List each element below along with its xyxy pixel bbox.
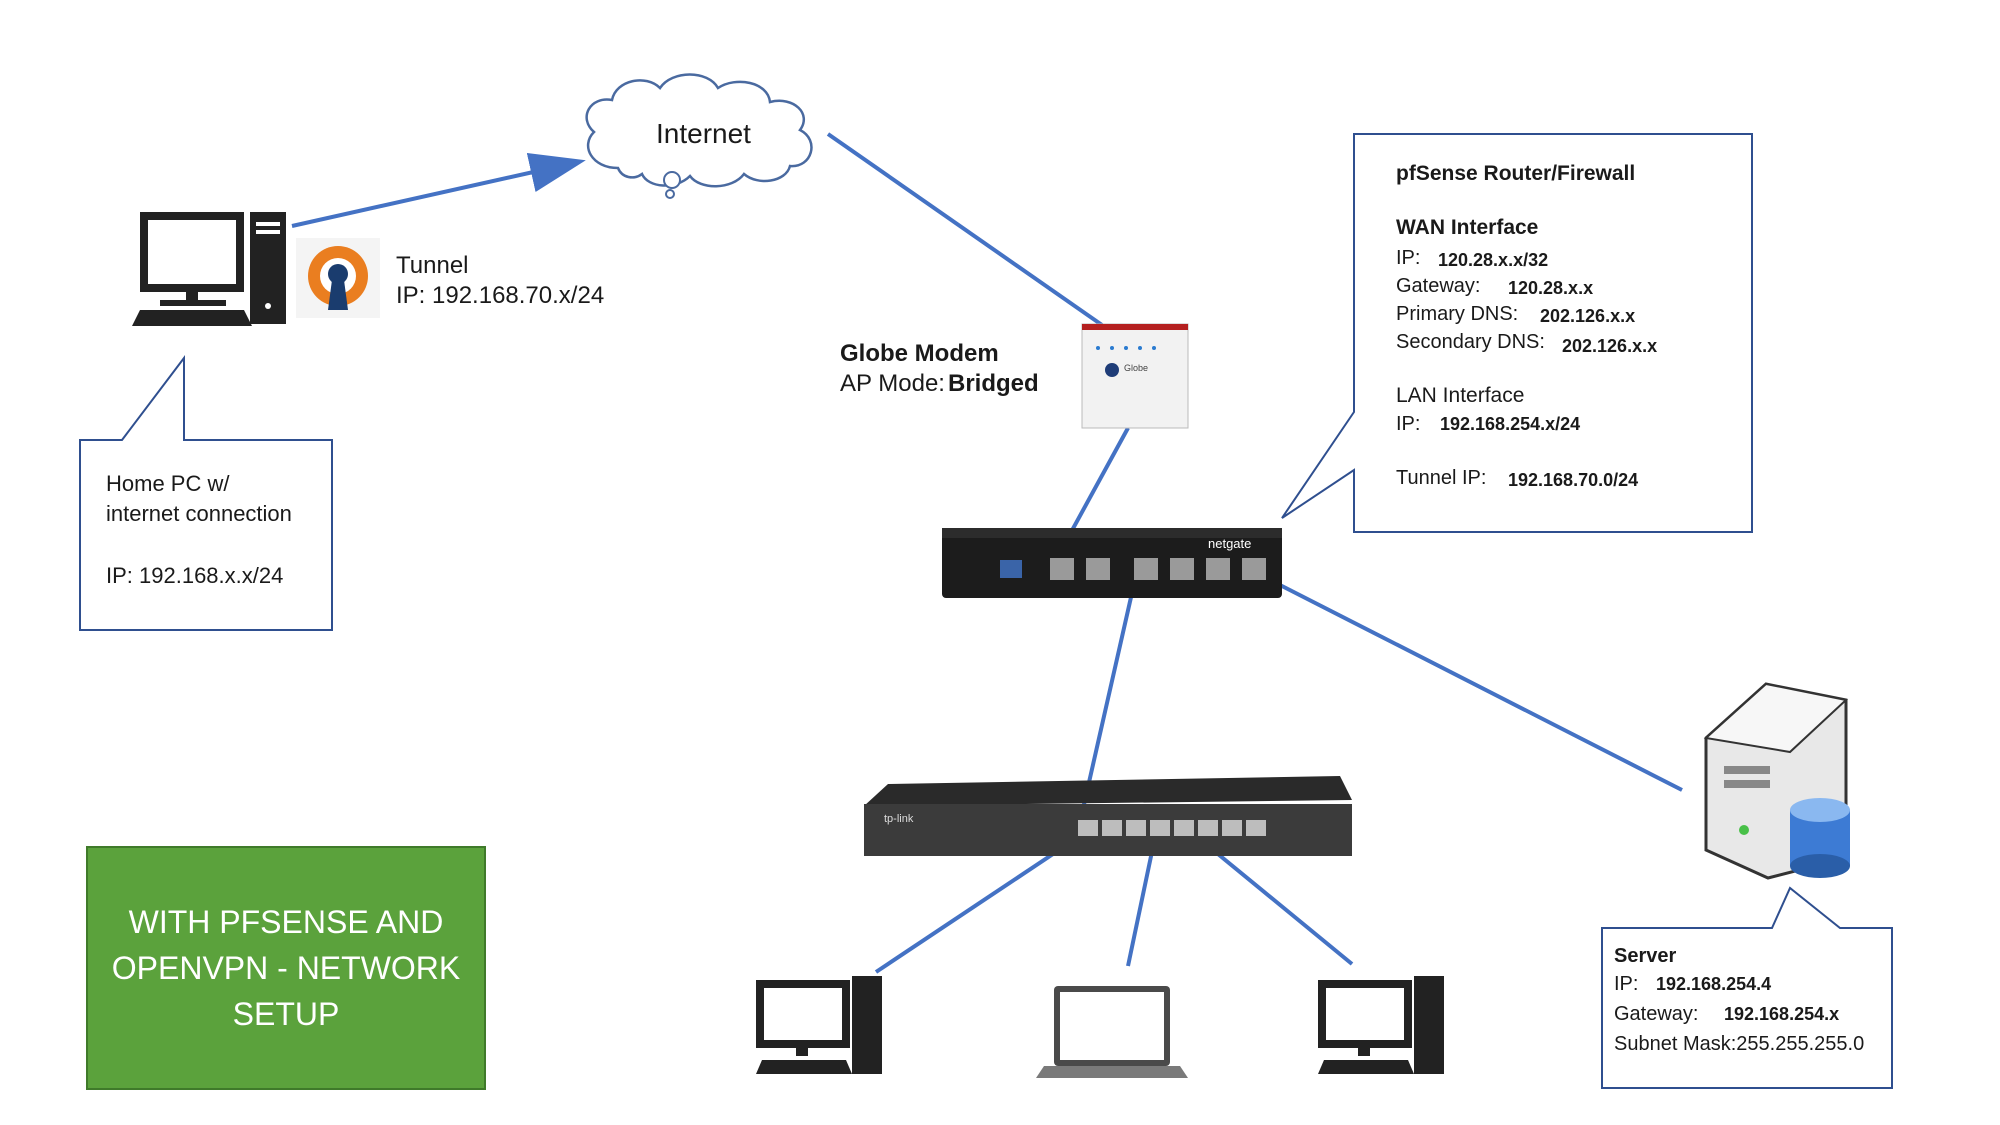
- pfsense-dns2-label: Secondary DNS:: [1396, 331, 1545, 353]
- modem-mode-value: Bridged: [948, 370, 1039, 397]
- pfsense-tunnel-label: Tunnel IP:: [1396, 467, 1487, 489]
- tunnel-ip: IP: 192.168.70.x/24: [396, 282, 605, 309]
- switch-brand: tp-link: [884, 813, 914, 825]
- pfsense-title: pfSense Router/Firewall: [1396, 162, 1636, 185]
- pfsense-dns1: 202.126.x.x: [1540, 306, 1636, 326]
- server-title: Server: [1614, 945, 1677, 967]
- router-brand: netgate: [1208, 536, 1252, 551]
- server-gw-label: Gateway:: [1614, 1003, 1699, 1025]
- home-pc-line1: Home PC w/: [106, 471, 230, 496]
- pfsense-lan-title: LAN Interface: [1396, 384, 1525, 407]
- pfsense-wan-ip: 120.28.x.x/32: [1438, 250, 1549, 270]
- link-switch-pc-left: [874, 838, 1076, 974]
- link-pc-internet: [291, 152, 586, 228]
- openvpn-logo-icon: [296, 238, 380, 318]
- home-pc-line2: internet connection: [106, 501, 292, 526]
- tunnel-title: Tunnel: [396, 252, 469, 279]
- title-banner: WITH PFSENSE AND OPENVPN - NETWORK SETUP: [86, 846, 486, 1090]
- link-switch-laptop: [1126, 841, 1156, 967]
- pfsense-wan-gw: 120.28.x.x: [1508, 278, 1594, 298]
- desktop-pc-right-icon: [1318, 976, 1444, 1074]
- pfsense-wan-gw-label: Gateway:: [1396, 275, 1481, 297]
- switch-icon: [864, 776, 1352, 856]
- link-switch-pc-right: [1194, 834, 1354, 966]
- cloud-icon: [585, 73, 813, 199]
- pfsense-tunnel-ip: 192.168.70.0/24: [1508, 470, 1639, 490]
- pfsense-dns2: 202.126.x.x: [1562, 336, 1658, 356]
- server-callout: [1601, 886, 1893, 1089]
- pfsense-wan-title: WAN Interface: [1396, 216, 1539, 239]
- router-icon: [942, 528, 1282, 598]
- title-banner-text: WITH PFSENSE AND OPENVPN - NETWORK SETUP: [111, 904, 461, 1032]
- server-icon: [1703, 682, 1850, 880]
- laptop-icon: [1036, 986, 1188, 1078]
- home-pc-icon: [132, 212, 286, 326]
- pfsense-callout: [1281, 133, 1753, 533]
- pfsense-lan-ip-label: IP:: [1396, 413, 1421, 435]
- server-gw: 192.168.254.x: [1724, 1004, 1840, 1024]
- server-ip: 192.168.254.4: [1656, 974, 1772, 994]
- home-pc-callout: [79, 355, 333, 631]
- pfsense-dns1-label: Primary DNS:: [1396, 303, 1519, 325]
- link-router-server: [1277, 582, 1683, 792]
- pfsense-lan-ip: 192.168.254.x/24: [1440, 414, 1581, 434]
- server-ip-label: IP:: [1614, 973, 1639, 995]
- modem-icon: [1081, 323, 1189, 429]
- link-internet-modem: [826, 132, 1114, 334]
- modem-brand: Globe: [1124, 363, 1149, 373]
- modem-name: Globe Modem: [840, 340, 999, 367]
- server-mask: Subnet Mask:255.255.255.0: [1614, 1033, 1865, 1055]
- modem-mode-label: AP Mode:: [840, 370, 945, 397]
- desktop-pc-left-icon: [756, 976, 882, 1074]
- internet-label: Internet: [656, 118, 751, 149]
- pfsense-wan-ip-label: IP:: [1396, 247, 1421, 269]
- home-pc-ip: IP: 192.168.x.x/24: [106, 563, 284, 588]
